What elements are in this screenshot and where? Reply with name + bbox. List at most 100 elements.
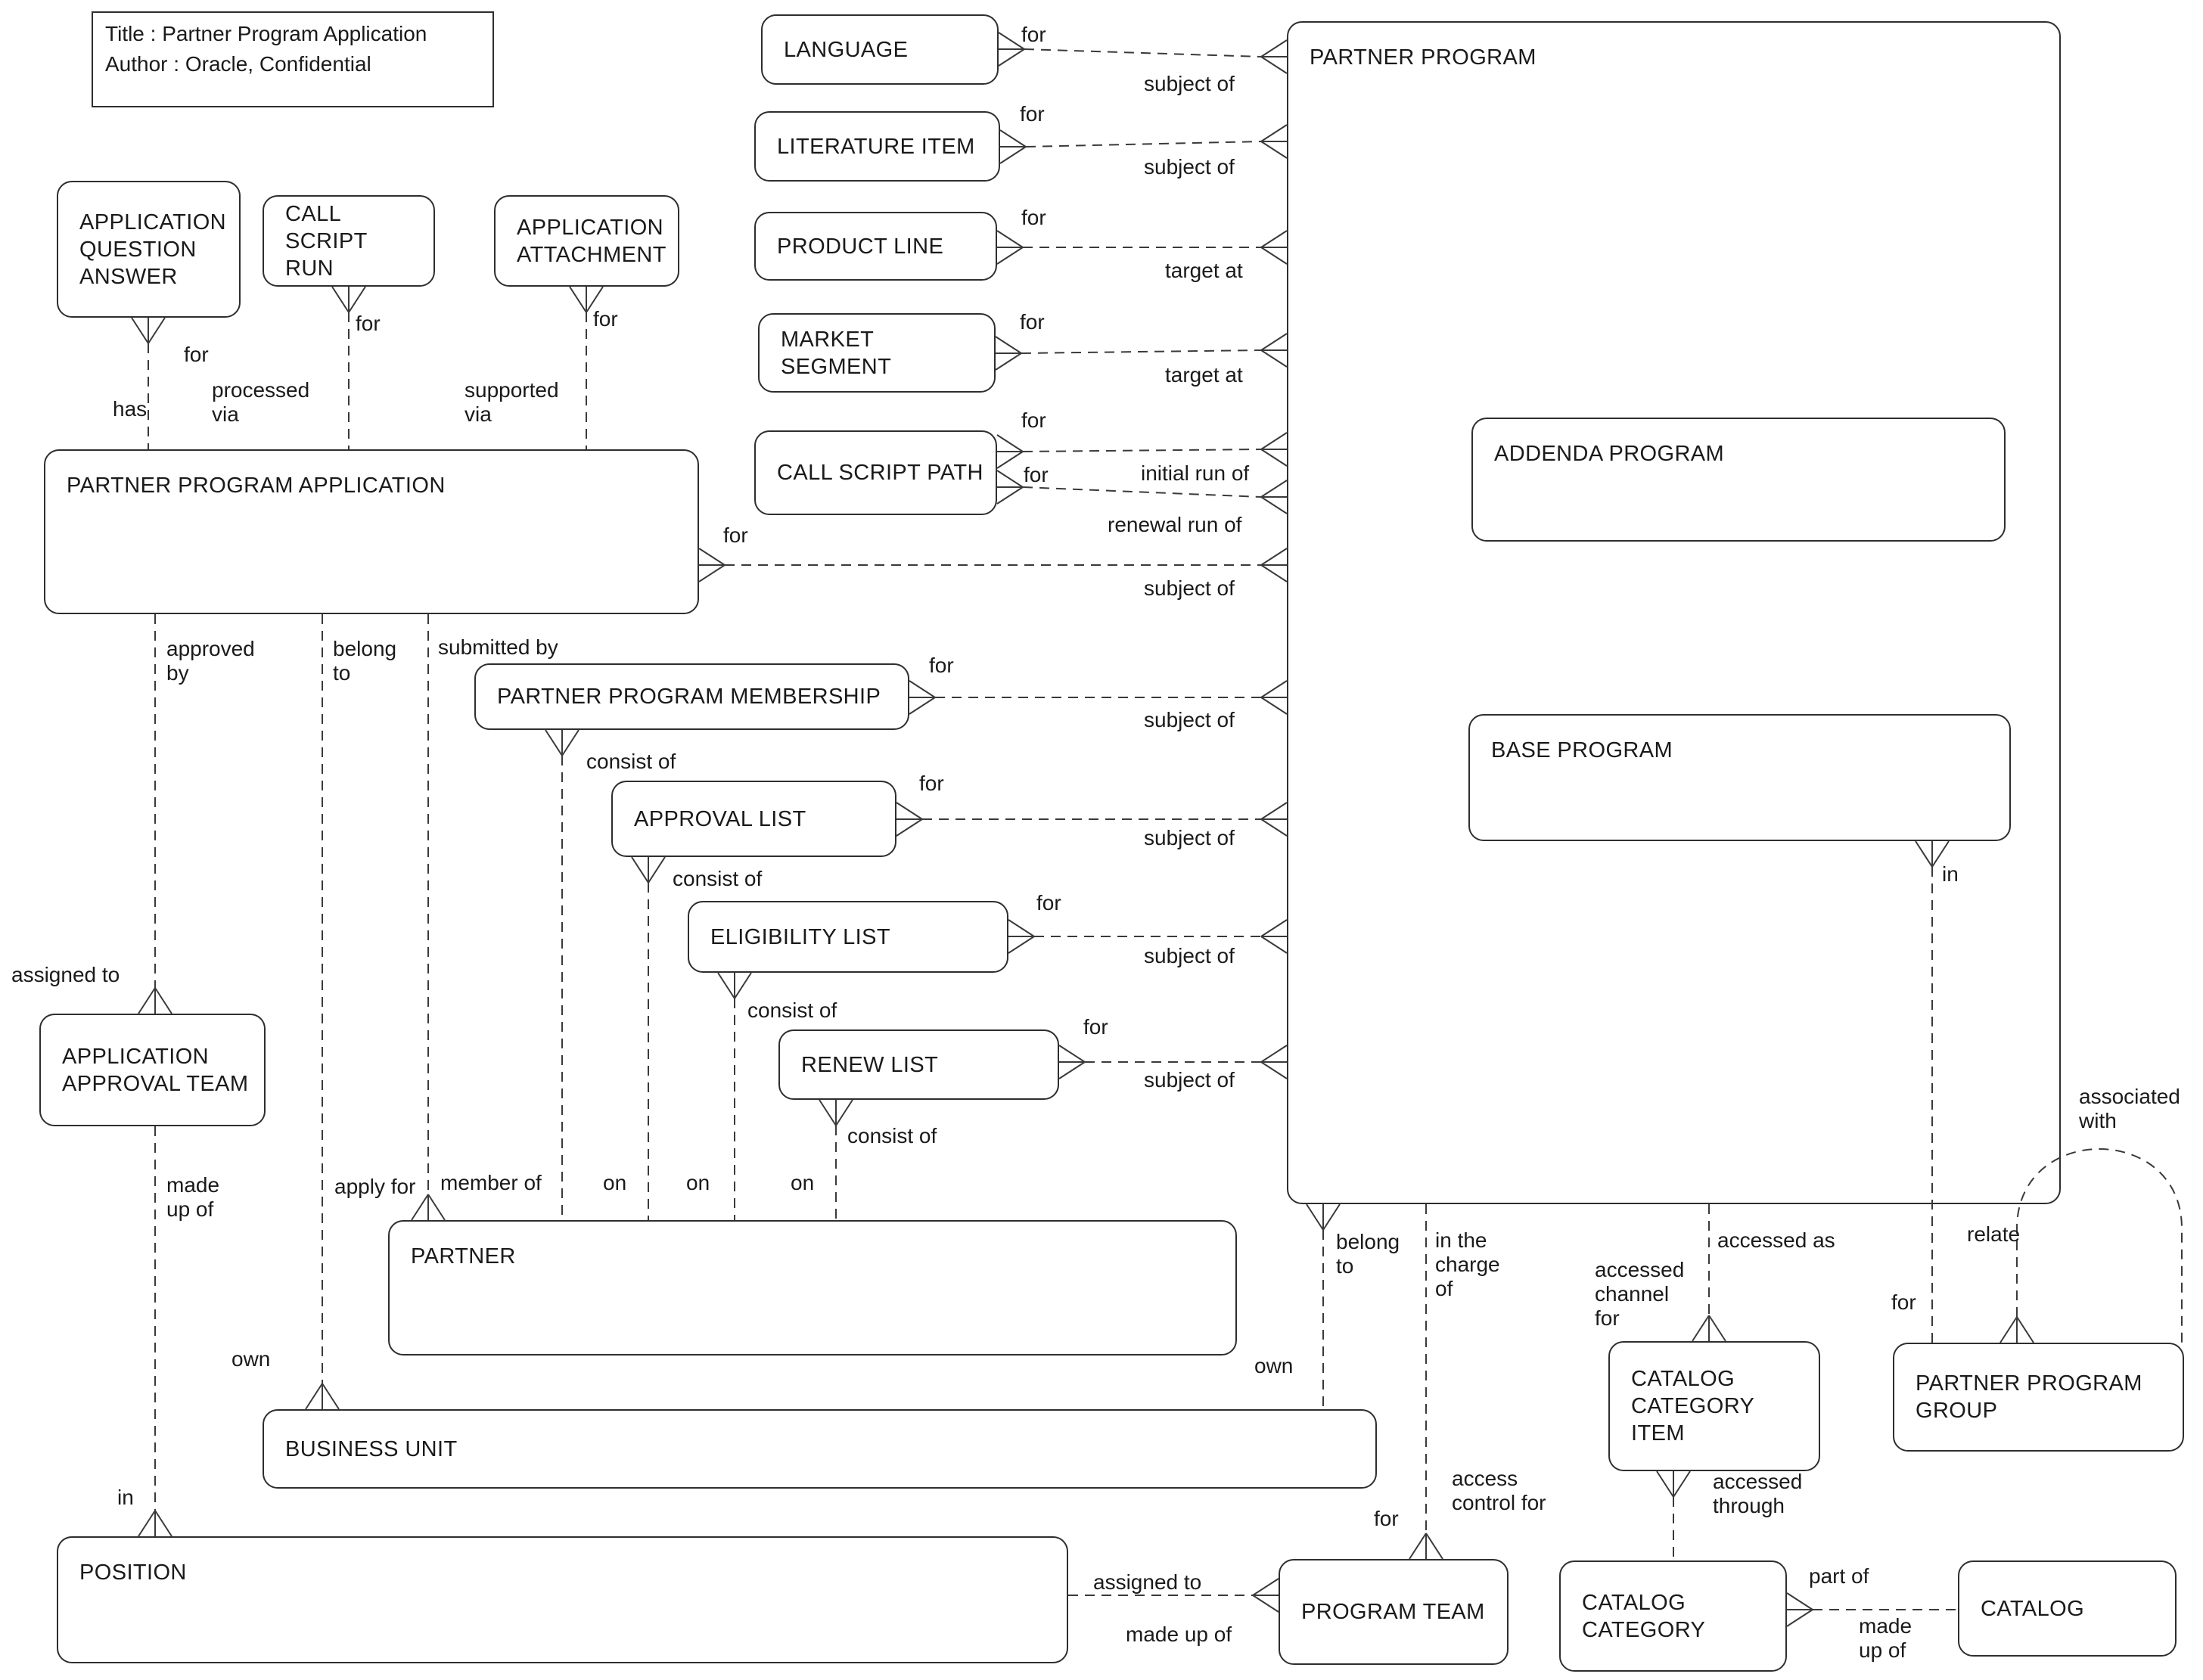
label-consist-of-2: consist of bbox=[673, 867, 763, 890]
label-question-answer-for: for bbox=[184, 343, 209, 366]
rel-group-self-associated bbox=[1999, 1148, 2183, 1343]
label-initial-run-of: initial run of bbox=[1141, 461, 1250, 485]
label-has: has bbox=[113, 397, 148, 421]
label-accessed-channel-for: accessed channel for bbox=[1595, 1258, 1685, 1330]
label-belong-to-right: belong to bbox=[1336, 1230, 1400, 1278]
rel-call-script-run-application bbox=[331, 286, 366, 449]
label-consist-of-1: consist of bbox=[586, 750, 676, 773]
title-box: Title : Partner Program Application Auth… bbox=[92, 11, 494, 107]
label-market-for: for bbox=[1020, 310, 1045, 334]
label-consist-of-3: consist of bbox=[747, 998, 837, 1022]
label-product-for: for bbox=[1021, 206, 1046, 229]
entity-language: LANGUAGE bbox=[761, 14, 999, 85]
rel-eligibility-list-partner-program bbox=[1008, 919, 1288, 954]
label-own-right: own bbox=[1254, 1354, 1294, 1377]
rel-position-program-team bbox=[1068, 1578, 1279, 1613]
label-renew-subject-of: subject of bbox=[1144, 1068, 1235, 1092]
entity-market-segment: MARKET SEGMENT bbox=[758, 313, 996, 393]
label-approved-by: approved by bbox=[166, 637, 255, 685]
entity-partner: PARTNER bbox=[388, 1220, 1237, 1355]
label-made-up-of-catalog: made up of bbox=[1859, 1614, 1912, 1662]
label-in-the-charge-of: in the charge of bbox=[1435, 1228, 1500, 1300]
rel-approval-list-partner-program bbox=[896, 802, 1288, 837]
rel-eligibility-list-partner bbox=[717, 972, 752, 1220]
label-script-path-for-2: for bbox=[1024, 463, 1049, 486]
label-eligibility-for: for bbox=[1036, 891, 1061, 915]
title-line: Title : Partner Program Application bbox=[105, 22, 427, 45]
rel-call-script-path-renewal-run bbox=[996, 470, 1288, 514]
label-membership-for: for bbox=[929, 654, 954, 677]
rel-renew-list-partner bbox=[819, 1099, 853, 1220]
label-on-1: on bbox=[603, 1171, 627, 1194]
entity-catalog: CATALOG bbox=[1958, 1560, 2177, 1657]
label-approval-list-for: for bbox=[919, 772, 944, 795]
entity-partner-program-membership: PARTNER PROGRAM MEMBERSHIP bbox=[474, 663, 909, 730]
label-associated-with: associated with bbox=[2079, 1085, 2180, 1132]
entity-application-question-answer: APPLICATION QUESTION ANSWER bbox=[57, 181, 241, 318]
label-literature-for: for bbox=[1020, 102, 1045, 126]
label-relate: relate bbox=[1967, 1222, 2021, 1246]
rel-membership-partner-program bbox=[909, 680, 1288, 715]
label-accessed-through: accessed through bbox=[1713, 1470, 1803, 1517]
rel-application-approval-team bbox=[138, 614, 172, 1014]
label-market-target-at: target at bbox=[1165, 363, 1243, 387]
entity-application-approval-team: APPLICATION APPROVAL TEAM bbox=[39, 1014, 266, 1126]
rel-language-partner-program bbox=[998, 32, 1288, 74]
rel-approval-list-partner bbox=[631, 856, 666, 1220]
entity-business-unit: BUSINESS UNIT bbox=[263, 1409, 1377, 1489]
rel-market-segment-partner-program bbox=[995, 333, 1288, 371]
label-script-run-for: for bbox=[356, 312, 381, 335]
rel-application-partner-program bbox=[698, 548, 1288, 582]
label-own-left: own bbox=[231, 1347, 271, 1371]
label-made-up-of-right: made up of bbox=[1126, 1623, 1232, 1646]
entity-catalog-category: CATALOG CATEGORY bbox=[1559, 1560, 1787, 1672]
entity-renew-list: RENEW LIST bbox=[778, 1029, 1059, 1100]
rel-attachment-application bbox=[569, 286, 604, 449]
rel-application-business-unit bbox=[305, 614, 340, 1410]
label-eligibility-subject-of: subject of bbox=[1144, 944, 1235, 967]
entity-literature-item: LITERATURE ITEM bbox=[754, 111, 1000, 182]
rel-base-program-group bbox=[1915, 840, 1950, 1343]
entity-eligibility-list: ELIGIBILITY LIST bbox=[688, 901, 1008, 973]
rel-membership-partner bbox=[545, 729, 579, 1220]
entity-program-team: PROGRAM TEAM bbox=[1279, 1559, 1509, 1665]
label-part-of: part of bbox=[1809, 1564, 1869, 1588]
label-assigned-to-right: assigned to bbox=[1093, 1570, 1202, 1594]
entity-catalog-category-item: CATALOG CATEGORY ITEM bbox=[1608, 1341, 1820, 1471]
entity-call-script-path: CALL SCRIPT PATH bbox=[754, 430, 997, 515]
label-on-2: on bbox=[686, 1171, 710, 1194]
label-membership-subject-of: subject of bbox=[1144, 708, 1235, 731]
label-language-for: for bbox=[1021, 23, 1046, 46]
rel-renew-list-partner-program bbox=[1058, 1045, 1288, 1079]
label-attachment-for: for bbox=[593, 307, 618, 331]
entity-partner-program: PARTNER PROGRAM bbox=[1287, 21, 2061, 1204]
label-on-3: on bbox=[791, 1171, 815, 1194]
entity-call-script-run: CALL SCRIPT RUN bbox=[263, 195, 435, 287]
rel-catalog-item-catalog-category bbox=[1656, 1470, 1691, 1560]
rel-literature-item-partner-program bbox=[999, 124, 1288, 164]
label-application-for: for bbox=[723, 523, 748, 547]
label-for-team: for bbox=[1374, 1507, 1399, 1530]
entity-partner-program-application: PARTNER PROGRAM APPLICATION bbox=[44, 449, 699, 614]
entity-partner-program-group: PARTNER PROGRAM GROUP bbox=[1893, 1343, 2184, 1452]
label-consist-of-4: consist of bbox=[847, 1124, 937, 1147]
entity-addenda-program: ADDENDA PROGRAM bbox=[1471, 418, 2006, 542]
label-submitted-by: submitted by bbox=[438, 635, 558, 659]
entity-product-line: PRODUCT LINE bbox=[754, 212, 997, 281]
rel-application-partner bbox=[411, 614, 446, 1221]
label-in-position: in bbox=[117, 1486, 134, 1509]
rel-team-position bbox=[138, 1126, 172, 1537]
label-script-path-for-1: for bbox=[1021, 408, 1046, 432]
rel-partner-program-business-unit bbox=[1306, 1203, 1341, 1409]
label-literature-subject-of: subject of bbox=[1144, 155, 1235, 179]
label-apply-for: apply for bbox=[334, 1175, 416, 1198]
label-approval-list-subject-of: subject of bbox=[1144, 826, 1235, 849]
rel-partner-program-team bbox=[1409, 1204, 1443, 1560]
author-line: Author : Oracle, Confidential bbox=[105, 52, 371, 76]
entity-base-program: BASE PROGRAM bbox=[1468, 714, 2011, 841]
label-belong-to: belong to bbox=[333, 637, 397, 685]
entity-position: POSITION bbox=[57, 1536, 1068, 1663]
label-in-group: in bbox=[1942, 862, 1959, 886]
